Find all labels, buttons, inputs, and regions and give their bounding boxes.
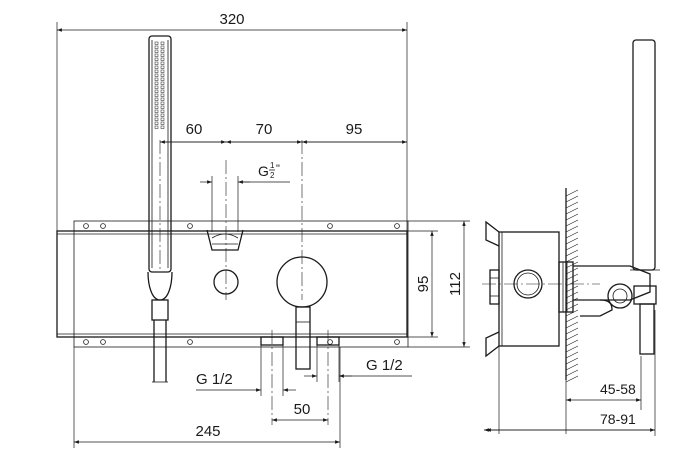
dim-overall-width: 320 [219, 11, 244, 28]
front-view [56, 35, 409, 425]
wall-hatching [565, 189, 579, 383]
mounting-plate [73, 220, 409, 348]
dim-thread-top-den: 2 [270, 171, 275, 180]
dim-outlet-spacing: 50 [294, 401, 311, 418]
dim-thread-left: G 1/2 [196, 371, 233, 388]
dim-thread-top: G [258, 163, 269, 179]
top-outlet [206, 229, 244, 251]
dim-height-inner: 95 [415, 276, 432, 293]
side-lever [639, 303, 655, 355]
dim-depth-min-max: 45-58 [600, 381, 636, 397]
side-view [482, 39, 660, 383]
side-dimensions: 45-58 78-91 [484, 310, 656, 436]
dim-thread-right: G 1/2 [366, 357, 403, 374]
front-faceplate [56, 230, 408, 338]
install-box [498, 231, 560, 347]
dimensions: 320 60 70 95 G 1 2 " 95 112 G 1/2 [56, 11, 470, 448]
hand-shower [147, 35, 173, 383]
dim-spacing-right: 95 [346, 121, 363, 138]
dim-spacing-middle: 70 [256, 121, 273, 138]
bottom-outlets [260, 336, 340, 346]
mounting-holes [83, 223, 400, 345]
dim-thread-top-quote: " [276, 163, 280, 175]
dim-thread-top-num: 1 [270, 161, 275, 170]
dim-height-outer: 112 [447, 272, 464, 296]
dim-box-width: 245 [195, 423, 220, 440]
dim-depth-total: 78-91 [600, 411, 636, 427]
dim-spacing-left: 60 [186, 121, 203, 138]
side-hand-shower [632, 39, 656, 271]
